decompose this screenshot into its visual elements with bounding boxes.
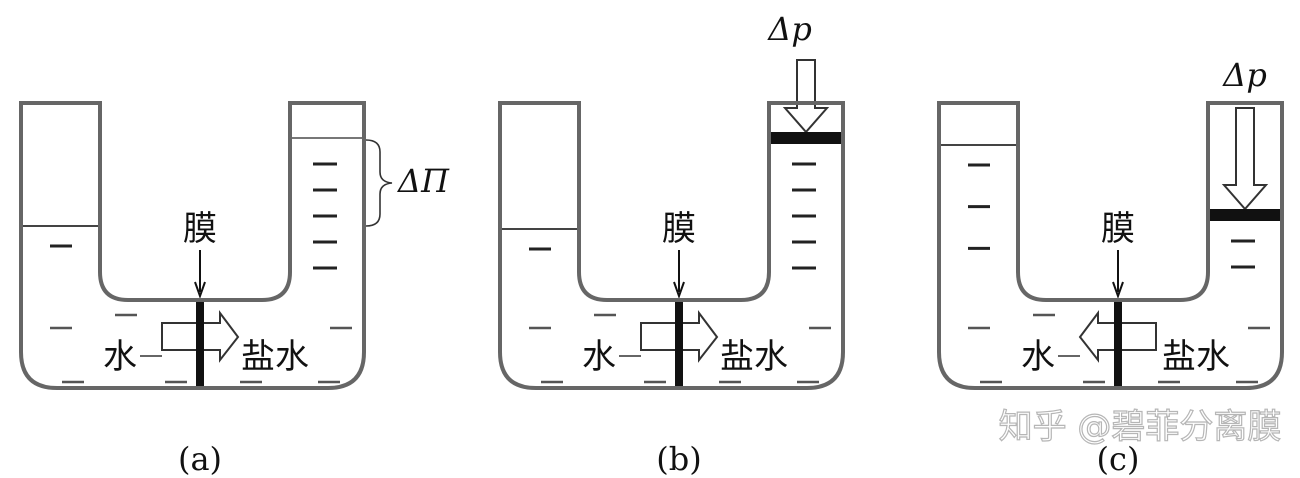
membrane <box>675 300 683 388</box>
membrane <box>196 300 204 388</box>
membrane-pointer-arrow <box>1112 250 1124 299</box>
flow-arrow-right <box>640 310 719 363</box>
membrane-label: 膜 <box>662 209 696 249</box>
saltwater-label: 盐水 <box>1162 337 1230 377</box>
caption-b: (b) <box>656 440 701 478</box>
panel-a-osmosis: 膜 水 盐水 ΔΠ (a) <box>19 101 450 478</box>
membrane-label: 膜 <box>183 209 217 249</box>
caption-a: (a) <box>178 440 222 478</box>
membrane-pointer-arrow <box>673 250 685 299</box>
flow-arrow-right <box>161 310 240 363</box>
applied-pressure-label: Δp <box>1221 56 1267 94</box>
membrane <box>1114 300 1122 388</box>
saltwater-label: 盐水 <box>720 337 788 377</box>
caption-c: (c) <box>1097 440 1140 478</box>
flow-arrow-left <box>1078 310 1157 363</box>
applied-pressure-label: Δp <box>766 10 812 48</box>
panel-b-equilibrium: 膜 水 盐水 Δp (b) <box>498 10 845 478</box>
u-tube <box>19 101 366 390</box>
membrane-label: 膜 <box>1101 209 1135 249</box>
membrane-pointer-arrow <box>194 250 206 299</box>
u-tube <box>498 101 845 390</box>
water-label: 水 <box>582 337 616 377</box>
watermark: 知乎 @碧菲分离膜 <box>999 407 1282 447</box>
pressure-arrow-down <box>1221 107 1269 211</box>
pressure-arrow-down <box>782 59 830 134</box>
piston <box>1208 209 1282 221</box>
water-label: 水 <box>1021 337 1055 377</box>
pressure-difference-brace <box>365 139 393 227</box>
osmotic-pressure-label: ΔΠ <box>396 162 450 200</box>
piston <box>769 132 843 144</box>
u-tube <box>937 101 1284 390</box>
saltwater-label: 盐水 <box>241 337 309 377</box>
panel-c-reverse-osmosis: 膜 水 盐水 Δp 知乎 @碧菲分离膜 (c) <box>937 56 1284 478</box>
water-label: 水 <box>103 337 137 377</box>
